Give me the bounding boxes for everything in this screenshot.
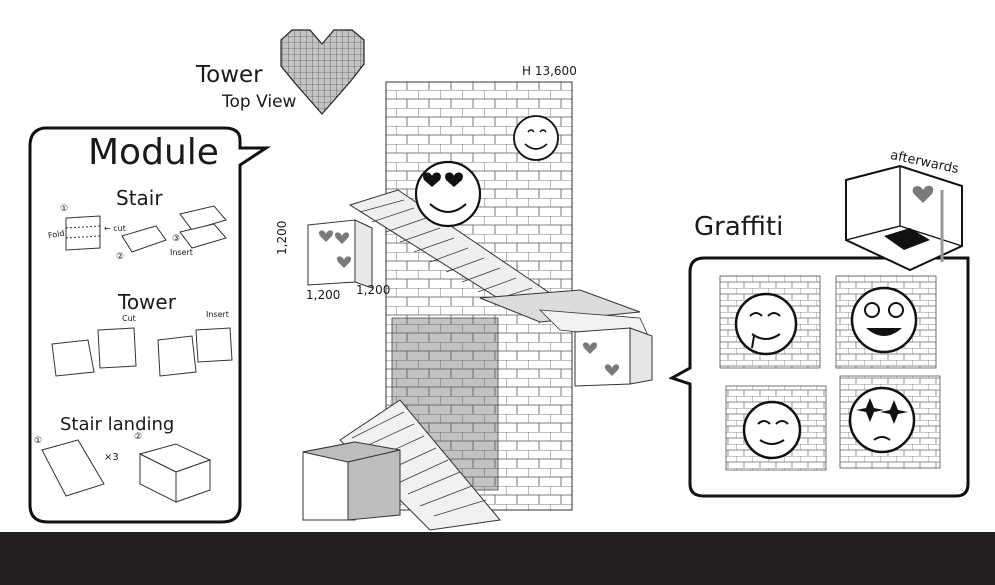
graffiti-face-3-icon	[744, 402, 800, 458]
cool-smiley-icon	[416, 162, 480, 226]
stair-step3-label: ③	[172, 234, 180, 244]
afterwards-box-sketch	[846, 166, 962, 270]
landing-multiplier-label: ×3	[104, 452, 119, 463]
top-view-label-line1: Tower	[196, 62, 263, 88]
dimension-height-label: 1,200	[275, 221, 289, 255]
tower-drawing	[303, 82, 652, 530]
stair-heading: Stair	[116, 186, 163, 210]
stair-step1-label: ①	[60, 204, 68, 214]
dimension-depth-label: 1,200	[356, 283, 390, 297]
landing-step2-label: ②	[134, 432, 142, 442]
tower-cut-label: Cut	[122, 314, 136, 323]
graffiti-face-1-icon	[736, 294, 796, 354]
graffiti-title: Graffiti	[694, 212, 783, 242]
graffiti-face-2-icon	[852, 288, 916, 352]
smiley-icon	[514, 116, 558, 160]
landing-heading: Stair landing	[60, 414, 174, 435]
stair-step2-label: ②	[116, 252, 124, 262]
tower-height-label: H 13,600	[522, 64, 577, 78]
stair-insert-label: Insert	[170, 248, 193, 257]
tower-heading: Tower	[118, 290, 176, 314]
tower-insert-label: Insert	[206, 310, 229, 319]
module-title: Module	[88, 132, 219, 173]
stair-cut-label: ← cut	[104, 224, 126, 233]
graffiti-face-4-icon	[850, 388, 914, 452]
top-view-label-line2: Top View	[222, 92, 296, 112]
dimension-width-label: 1,200	[306, 288, 340, 302]
landing-step1-label: ①	[34, 436, 42, 446]
